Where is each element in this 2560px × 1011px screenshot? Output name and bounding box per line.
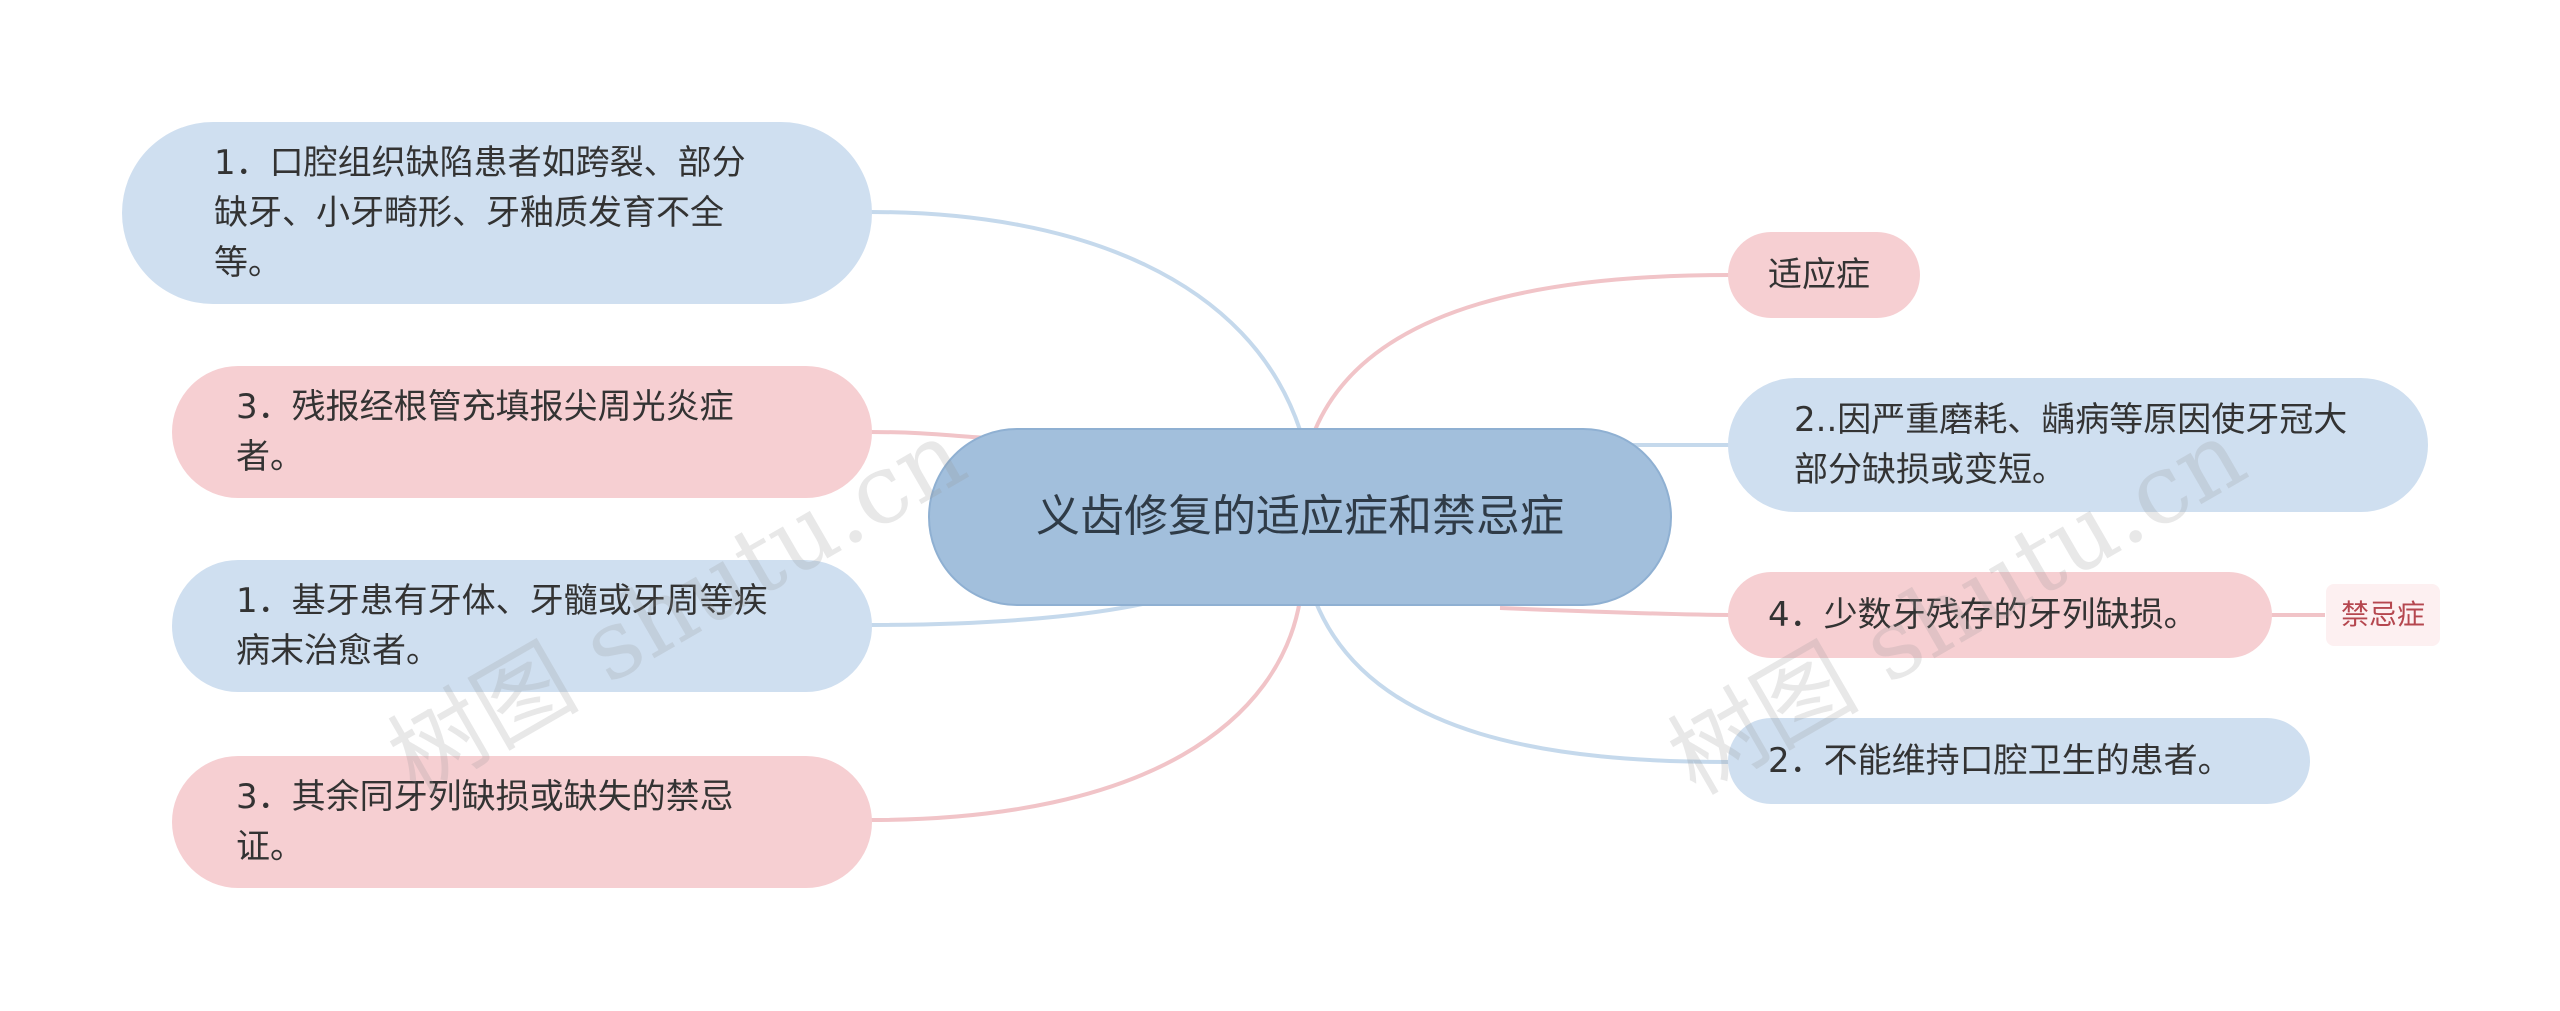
node-left-1[interactable]: 1．口腔组织缺陷患者如跨裂、部分缺牙、小牙畸形、牙釉质发育不全等。 [122,122,872,304]
node-right-1[interactable]: 适应症 [1728,232,1920,318]
node-left-1-text: 1．口腔组织缺陷患者如跨裂、部分缺牙、小牙畸形、牙釉质发育不全等。 [214,143,746,283]
node-right-4-text: 2．不能维持口腔卫生的患者。 [1768,741,2232,781]
node-right-3[interactable]: 4．少数牙残存的牙列缺损。 [1728,572,2272,658]
connector-r4 [1313,599,1731,764]
node-left-3[interactable]: 1．基牙患有牙体、牙髓或牙周等疾病末治愈者。 [172,560,872,692]
node-right-2-text: 2..因严重磨耗、龋病等原因使牙冠大部分缺损或变短。 [1794,400,2348,490]
node-right-3-text: 4．少数牙残存的牙列缺损。 [1768,595,2198,635]
node-tag-contraindication[interactable]: 禁忌症 [2326,584,2440,646]
connector-r1 [1313,273,1731,431]
connector-l4 [869,599,1302,822]
node-right-4[interactable]: 2．不能维持口腔卫生的患者。 [1728,718,2310,804]
node-left-3-text: 1．基牙患有牙体、牙髓或牙周等疾病末治愈者。 [236,581,768,671]
connector-l1 [869,210,1302,431]
node-left-2[interactable]: 3．残报经根管充填报尖周光炎症者。 [172,366,872,498]
connector-l2 [869,430,991,440]
center-topic[interactable]: 义齿修复的适应症和禁忌症 [928,428,1672,606]
node-left-4-text: 3．其余同牙列缺损或缺失的禁忌证。 [236,777,734,867]
node-left-4[interactable]: 3．其余同牙列缺损或缺失的禁忌证。 [172,756,872,888]
node-right-2[interactable]: 2..因严重磨耗、龋病等原因使牙冠大部分缺损或变短。 [1728,378,2428,512]
connector-r3 [1499,606,1731,617]
center-topic-text: 义齿修复的适应症和禁忌症 [1036,491,1564,542]
node-left-2-text: 3．残报经根管充填报尖周光炎症者。 [236,387,734,477]
node-tag-text: 禁忌症 [2340,598,2425,631]
node-right-1-text: 适应症 [1768,255,1870,295]
